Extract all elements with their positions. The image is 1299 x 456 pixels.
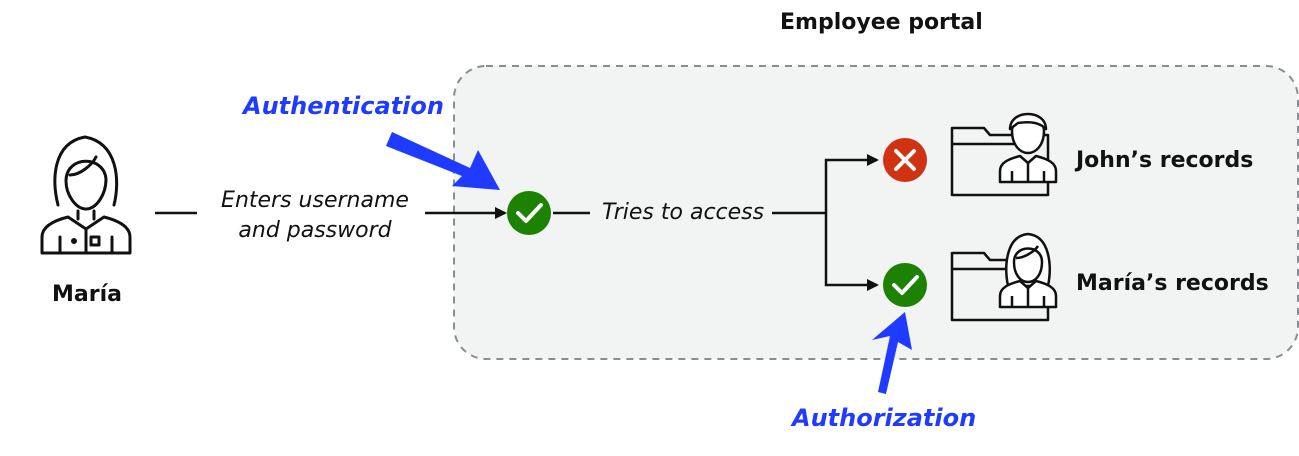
login-step-line1: Enters username: [221, 188, 409, 213]
authorization-check-icon: [883, 263, 927, 307]
user-name: María: [52, 282, 122, 307]
john-user-icon: [998, 112, 1058, 184]
maria-user-icon: [998, 232, 1058, 309]
branch-arrow-maria: [824, 213, 879, 291]
branch-arrow-john: [824, 154, 879, 213]
access-step-label: Tries to access: [602, 200, 765, 225]
authorization-annotation: Authorization: [792, 404, 977, 432]
john-records-label: John’s records: [1076, 148, 1254, 173]
authentication-check-icon: [507, 191, 551, 235]
login-step-line2: and password: [238, 218, 392, 243]
authentication-pointer-arrow: [386, 132, 500, 190]
portal-title: Employee portal: [780, 10, 983, 35]
authentication-annotation: Authentication: [243, 92, 444, 120]
maria-records-label: María’s records: [1076, 271, 1269, 296]
login-step-label: Enters username and password: [212, 186, 418, 246]
user-icon: [40, 135, 132, 255]
deny-icon: [883, 138, 927, 182]
authorization-pointer-arrow: [872, 312, 912, 394]
